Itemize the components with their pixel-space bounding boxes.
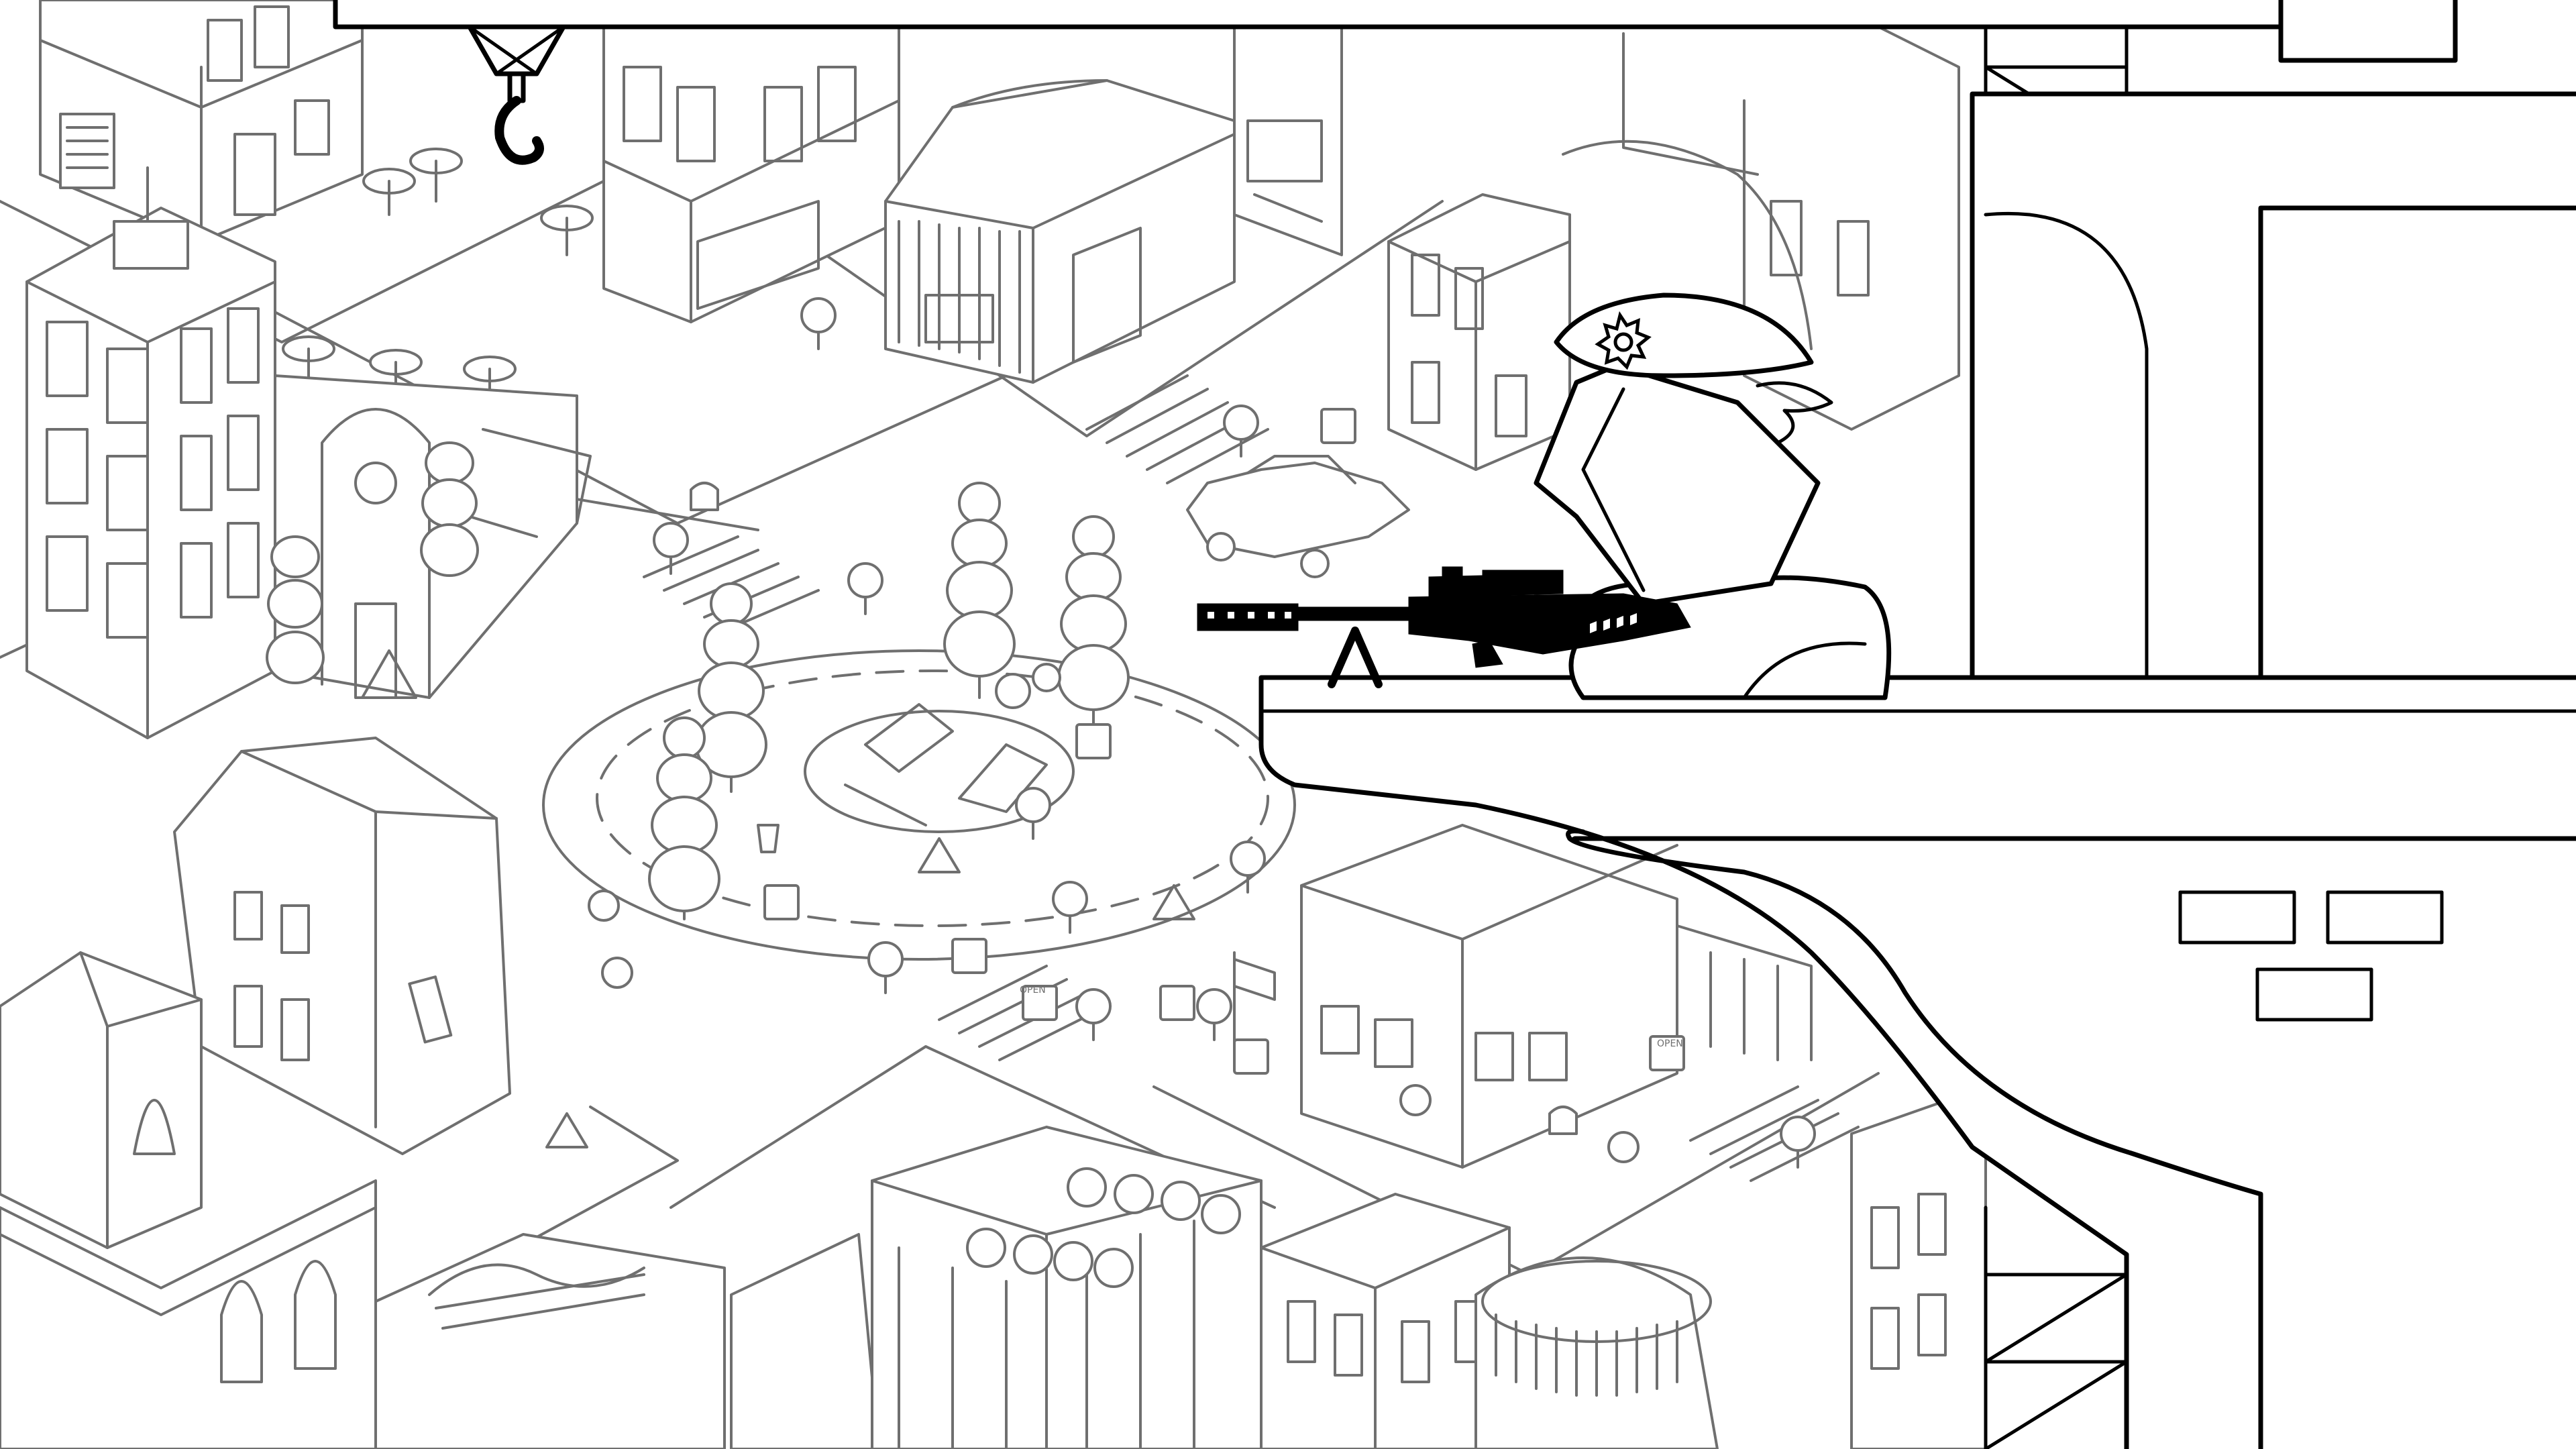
- parked-car: [1186, 455, 1410, 578]
- city-background: [0, 0, 2076, 1449]
- building-apartment-left: [25, 166, 276, 739]
- building-topleft: [39, 0, 364, 243]
- sniper-rifle[interactable]: [1197, 566, 1691, 688]
- trees-left: [266, 441, 479, 684]
- rooftop-trees: [966, 1167, 1241, 1288]
- houses-lower-left: [0, 737, 511, 1449]
- buildings-bottom-center: [374, 1126, 1719, 1449]
- rooftop-building: [1258, 91, 2576, 1449]
- cafe-umbrellas: [282, 148, 594, 411]
- crosswalk: [643, 374, 1860, 1182]
- building-right-center: [1387, 25, 1960, 471]
- beret: [1554, 292, 1814, 378]
- building-warehouse: [884, 79, 1236, 384]
- sniper-character[interactable]: [1197, 292, 1892, 700]
- shop-sign-2: OPEN: [1657, 1038, 1683, 1049]
- shop-signs: OPEN OPEN: [1020, 985, 1683, 1049]
- pedestrians: [361, 297, 2076, 1169]
- hydrants: [690, 482, 1578, 1135]
- q-badge-icon: [1595, 311, 1652, 370]
- park-trees: [648, 482, 1130, 912]
- park: [542, 482, 1296, 961]
- building-center-top: [602, 0, 900, 323]
- building-right-lower: [1233, 824, 1987, 1449]
- crane: [333, 0, 2458, 165]
- shop-sign-1: OPEN: [1020, 985, 1046, 996]
- building-shop-top: [1233, 0, 1343, 256]
